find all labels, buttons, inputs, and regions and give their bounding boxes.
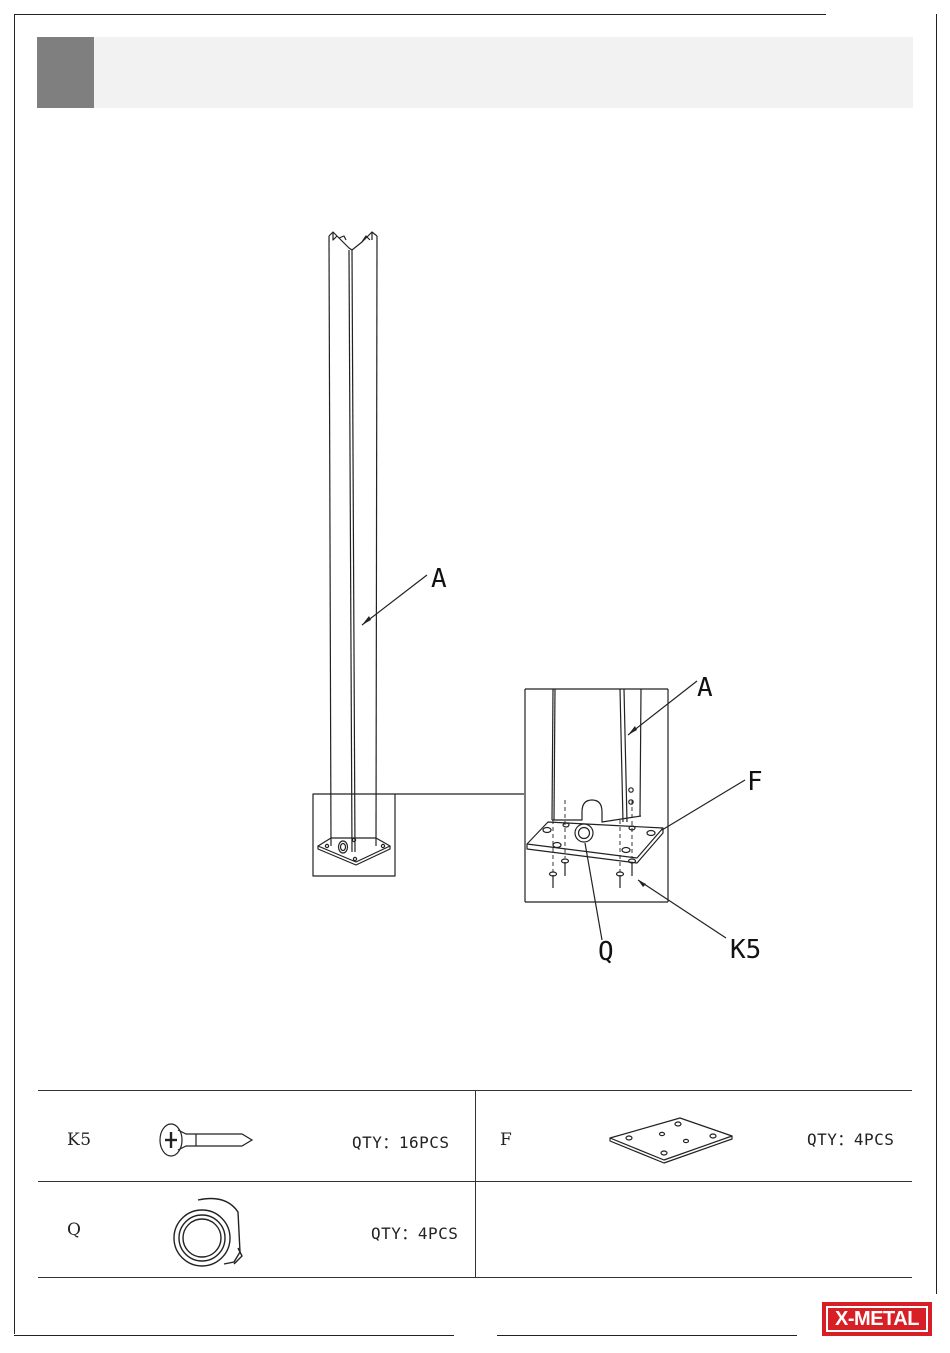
base-plate-icon — [606, 1114, 736, 1172]
callout-f: F — [747, 767, 763, 797]
callout-a-main: A — [431, 564, 447, 594]
callout-q: Q — [598, 937, 614, 967]
part-cell-q: Q QTY：4PCS — [38, 1182, 475, 1276]
screw-icon — [156, 1120, 266, 1160]
post-a-drawing — [318, 232, 390, 865]
part-cell-k5: K5 QTY：16PCS — [38, 1090, 475, 1184]
part-qty: QTY：16PCS — [352, 1129, 450, 1153]
callout-k5: K5 — [730, 935, 761, 965]
part-cell-f: F QTY：4PCS — [476, 1090, 912, 1184]
brand-logo-text: X-METAL — [835, 1308, 919, 1331]
cap-icon — [168, 1192, 258, 1276]
brand-logo: X-METAL — [822, 1302, 932, 1336]
part-code: F — [500, 1130, 512, 1150]
part-qty: QTY：4PCS — [807, 1126, 894, 1150]
part-code: Q — [67, 1220, 81, 1240]
base-plate-f-drawing — [527, 822, 663, 863]
part-qty: QTY：4PCS — [371, 1220, 458, 1244]
parts-table: K5 QTY：16PCS F — [38, 1090, 912, 1278]
part-code: K5 — [67, 1130, 92, 1150]
callout-a-detail: A — [697, 673, 713, 703]
brand-logo-border: X-METAL — [826, 1306, 928, 1332]
